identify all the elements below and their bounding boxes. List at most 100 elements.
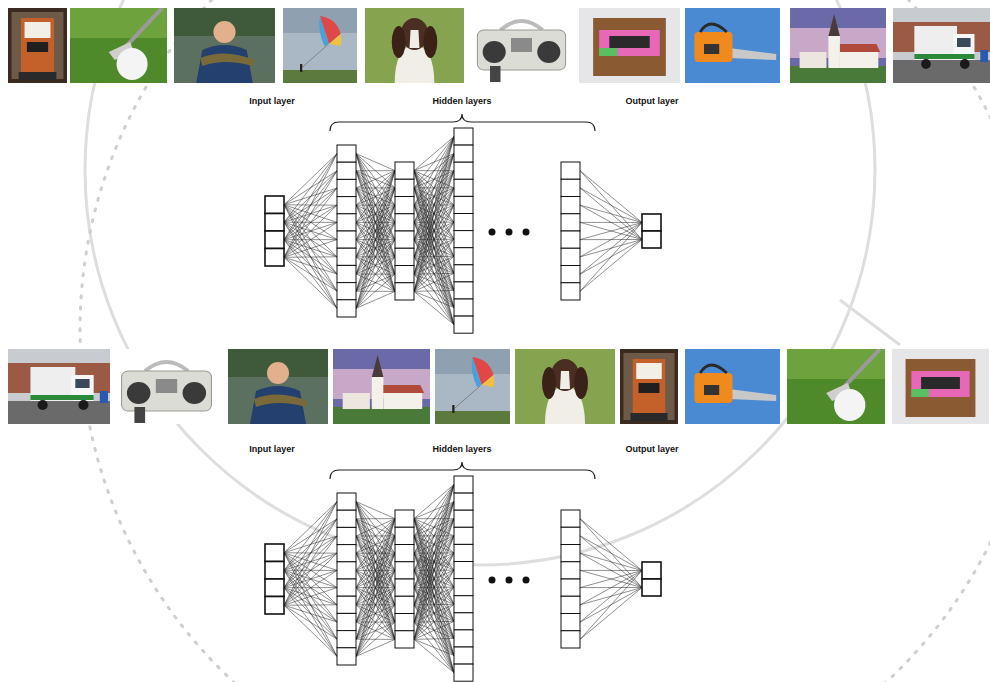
connection-line (414, 257, 454, 325)
neuron-cell (454, 544, 473, 561)
photo-church (790, 8, 886, 83)
connection-line (284, 154, 337, 240)
rect-shape (113, 349, 220, 424)
connection-line (284, 154, 337, 258)
connection-line (356, 171, 395, 292)
connection-line (284, 256, 337, 257)
connection-line (356, 257, 395, 309)
dotted-arc (80, 0, 990, 682)
rect-shape (27, 42, 48, 52)
path-shape (319, 16, 329, 46)
connection-line (356, 502, 395, 519)
path-shape (482, 375, 495, 387)
circle-shape (127, 382, 151, 404)
path-shape (840, 44, 880, 52)
connection-line (356, 502, 395, 554)
connection-line (356, 171, 395, 188)
rect-shape (515, 349, 615, 424)
neuron-cell (337, 248, 356, 265)
connection-line (414, 570, 454, 655)
line-shape (844, 349, 880, 387)
connection-line (414, 604, 454, 639)
connection-line (580, 536, 642, 571)
connection-line (284, 240, 337, 258)
connection-line (356, 519, 395, 640)
connection-line (284, 154, 337, 223)
connection-line (284, 205, 337, 257)
neuron-cell (454, 265, 473, 282)
photo-boombox (113, 349, 220, 424)
layer-label: Output layer (625, 444, 678, 455)
rect-shape (620, 349, 678, 424)
photo-chainsaw (685, 349, 780, 424)
connection-line (580, 205, 642, 239)
connection-line (414, 137, 454, 171)
rect-shape (630, 413, 667, 421)
connection-line (356, 171, 395, 274)
path-shape (828, 14, 840, 36)
neuron-cell (337, 300, 356, 317)
path-shape (800, 52, 827, 68)
neuron-cell (395, 510, 414, 527)
connection-line (414, 171, 454, 325)
path-shape (729, 48, 777, 60)
rect-shape (609, 36, 649, 48)
connection-line (356, 154, 395, 171)
connection-line (356, 519, 395, 657)
connection-line (356, 519, 395, 622)
connection-line (580, 223, 642, 240)
connection-line (414, 519, 454, 640)
neuron-cell (337, 145, 356, 162)
rect-shape (639, 383, 660, 393)
connection-line (414, 273, 454, 291)
connection-line (414, 588, 454, 673)
connection-line (414, 256, 454, 291)
neuron-cell (561, 283, 580, 300)
path-shape (145, 362, 188, 371)
rect-shape (695, 32, 733, 62)
neuron-cell (561, 231, 580, 248)
connection-line (580, 519, 642, 588)
ellipsis-dot (489, 577, 496, 584)
connection-line (580, 223, 642, 292)
connection-line (580, 205, 642, 222)
ellipsis-dot (506, 229, 513, 236)
layer-label: Hidden layers (432, 444, 491, 455)
connection-line (284, 570, 337, 605)
neuron-cell (454, 664, 473, 681)
rect-shape (30, 395, 93, 400)
connection-line (356, 622, 395, 656)
rect-shape (70, 8, 167, 83)
connection-line (356, 171, 395, 257)
connection-line (356, 291, 395, 308)
connection-line (356, 171, 395, 274)
rect-shape (469, 8, 574, 83)
rect-shape (623, 353, 674, 420)
neuron-cell (561, 510, 580, 527)
connection-line (284, 222, 337, 257)
connection-line (356, 588, 395, 657)
neuron-cell (337, 648, 356, 665)
connection-line (356, 570, 395, 656)
path-shape (410, 30, 420, 48)
neuron-cell (642, 231, 661, 248)
connection-line (284, 502, 337, 571)
neuron-cell (561, 527, 580, 544)
connection-line (356, 519, 395, 622)
connection-line (580, 223, 642, 257)
rect-shape (636, 363, 662, 379)
rect-shape (906, 359, 976, 417)
connection-line (414, 622, 454, 655)
rect-shape (893, 8, 990, 83)
connection-line (356, 171, 395, 223)
connection-line (284, 553, 337, 657)
layer-label: Hidden layers (432, 96, 491, 107)
neuron-cell (561, 631, 580, 648)
background-arc (840, 300, 900, 345)
connection-line (284, 205, 337, 309)
path-shape (560, 371, 570, 389)
rect-shape (790, 8, 886, 83)
connection-line (356, 171, 395, 309)
connection-line (356, 170, 395, 171)
